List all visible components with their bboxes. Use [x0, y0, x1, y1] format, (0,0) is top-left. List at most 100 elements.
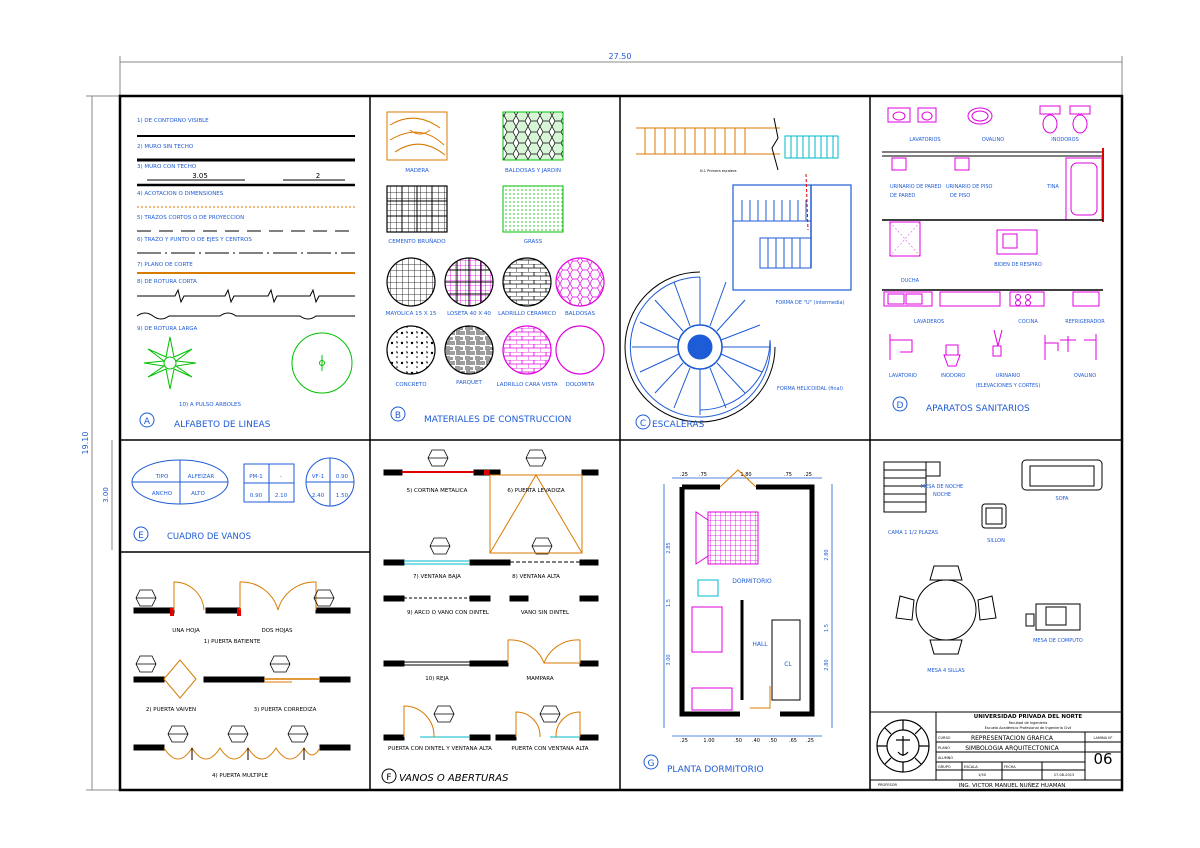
panel-f-letter: F	[386, 773, 391, 783]
line-item-10: 10) A PULSO ARBOLES	[179, 402, 242, 408]
room-cl: CL	[784, 661, 792, 668]
door-label-3: 1) PUERTA BATIENTE	[204, 639, 261, 645]
door-height: 2.10	[275, 493, 288, 499]
swatch-madera	[386, 111, 448, 161]
panel-g-title: PLANTA DORMITORIO	[667, 765, 764, 775]
panel-f-doors-left: UNA HOJA DOS HOJAS 1) PUERTA BATIENTE 2)…	[133, 581, 351, 779]
material-label-10: PARQUET	[456, 380, 482, 386]
panel-f-marker	[381, 768, 397, 784]
window-code: VF-1	[312, 474, 324, 480]
helical-outer	[624, 271, 776, 423]
panel-e-title: CUADRO DE VANOS	[167, 532, 251, 542]
line-item-8: 8) DE ROTURA CORTA	[137, 279, 197, 285]
tb-profesor-label: PROFESOR	[878, 783, 897, 787]
panel-height-label: 3.00	[102, 487, 110, 503]
table-cell-tipo: TIPO	[155, 474, 169, 480]
furniture-mesa-sillas: MESA 4 SILLAS	[927, 668, 964, 674]
fixture-label-13: INODORO	[941, 373, 965, 379]
panel-a-title: ALFABETO DE LINEAS	[174, 420, 271, 430]
furniture-sofa: SOFA	[1056, 496, 1070, 502]
panel-b-title: MATERIALES DE CONSTRUCCION	[424, 415, 571, 425]
panel-a-letter: A	[144, 417, 151, 427]
tb-curso: REPRESENTACION GRAFICA	[971, 735, 1054, 742]
stair-note: N.1 Primera escalera	[700, 169, 737, 173]
tb-escala-label: ESCALA	[964, 765, 978, 769]
elevations-label: (ELEVACIONES Y CORTES)	[976, 383, 1041, 389]
window-width: 2.40	[312, 493, 325, 499]
dim-top-2: .75	[699, 472, 707, 478]
tb-fecha: 27-08-2013	[1054, 773, 1074, 777]
sheet-frame	[118, 94, 1124, 792]
panel-g-letter: G	[648, 759, 655, 769]
dim-left-2: 1.5	[666, 599, 672, 607]
material-label-12: DOLOMITA	[566, 382, 595, 388]
stair-section	[636, 117, 780, 171]
fixture-label-3: INODOROS	[1051, 137, 1079, 143]
dim-bottom-7: .25	[806, 738, 814, 744]
opening-label-8: 8) VENTANA ALTA	[512, 574, 560, 580]
panel-d-letter: D	[897, 401, 904, 411]
line-item-9: 9) DE ROTURA LARGA	[137, 326, 198, 332]
panel-g-bedroom-plan: .25 .75 1.80 .75 .25 .25 1.00 .50 .40 .5…	[643, 469, 833, 775]
table-cell-ancho: ANCHO	[152, 491, 173, 497]
material-label-5: MAYOLICA 15 X 15	[386, 311, 437, 317]
room-dormitorio: DORMITORIO	[732, 578, 772, 585]
door-tag-group	[135, 589, 335, 743]
swatch-baldosas	[555, 257, 605, 307]
opening-label-11: 10) REJA	[425, 676, 449, 682]
panel-c-letter: C	[640, 419, 646, 429]
tb-lamina: 06	[1093, 750, 1112, 768]
dim-bottom-5: .50	[769, 738, 777, 744]
stair-helical-label: FORMA HELICOIDAL (final)	[777, 386, 843, 392]
panel-b-letter: B	[395, 411, 401, 421]
tb-lamina-label: LAMINA N°	[1094, 736, 1113, 740]
opening-label-5: 5) CORTINA METALICA	[407, 488, 468, 494]
dim-top-5: .25	[804, 472, 812, 478]
university-seal	[876, 719, 930, 773]
panel-d-sanitary: LAVATORIOS OVALINO INODOROS URINARIO DE …	[882, 105, 1105, 414]
fixture-label-15: OVALINO	[1074, 373, 1096, 379]
tb-curso-label: CURSO	[938, 736, 951, 740]
door-label-5: 3) PUERTA CORREDIZA	[254, 707, 317, 713]
fixture-label-12: LAVATORIO	[889, 373, 917, 379]
opening-label-7: 7) VENTANA BAJA	[413, 574, 461, 580]
door-label-2: DOS HOJAS	[261, 628, 293, 634]
title-block: UNIVERSIDAD PRIVADA DEL NORTE Facultad d…	[869, 711, 1123, 791]
shower	[889, 221, 921, 257]
panel-b-marker	[390, 406, 406, 422]
door-label-6: 4) PUERTA MULTIPLE	[212, 773, 269, 779]
swatch-baldosas-jardin	[502, 111, 564, 161]
dim-top-1: .25	[680, 472, 688, 478]
line-item-6: 6) TRAZO Y PUNTO O DE EJES Y CENTROS	[137, 237, 252, 243]
fixture-label-7: DUCHA	[901, 278, 920, 284]
dim-bottom-4: .40	[752, 738, 760, 744]
panel-f-title: VANOS O ABERTURAS	[399, 773, 509, 784]
panel-e-openings-table: TIPO ALFEIZAR ANCHO ALTO PM-1 - 0.90 2.1…	[131, 457, 355, 542]
tb-profesor: ING. VICTOR MANUEL NUÑEZ HUAMAN	[959, 782, 1066, 789]
swatch-loseta	[444, 257, 494, 307]
window-sill: 0.90	[336, 474, 349, 480]
swatch-grass	[502, 185, 564, 233]
dim-bottom-6: .65	[789, 738, 797, 744]
material-label-11: LADRILLO CARA VISTA	[497, 382, 558, 388]
opening-label-6: 6) PUERTA LEVADIZA	[507, 488, 564, 494]
dimension-value-305: 3.05	[192, 172, 208, 180]
opening-label-10: VANO SIN DINTEL	[521, 610, 570, 616]
stair-u-label: FORMA DE "U" (intermedia)	[775, 300, 844, 306]
panel-h-furniture: CAMA 1 1/2 PLAZAS MESA DE NOCHE NOCHE SO…	[883, 459, 1103, 674]
table-cell-alto: ALTO	[191, 491, 205, 497]
material-label-2: BALDOSAS Y JARDIN	[505, 168, 561, 174]
tb-faculty: Facultad de Ingeniería	[1009, 721, 1048, 725]
panel-c-marker	[635, 414, 651, 430]
fixture-label-2: OVALINO	[982, 137, 1004, 143]
panel-f-openings-right: 5) CORTINA METALICA 6) PUERTA LEVADIZA 7…	[381, 449, 599, 784]
swatch-cara-vista	[502, 325, 552, 375]
sink-bidet	[996, 229, 1038, 255]
opening-label-12: MAMPARA	[526, 676, 554, 682]
bed	[707, 511, 759, 565]
material-label-3: CEMENTO BRUÑADO	[388, 238, 446, 245]
fixture-label-5: URINARIO DE PISO	[946, 184, 993, 190]
fixture-label-6: TINA	[1046, 184, 1059, 190]
dim-bottom-2: 1.00	[703, 738, 714, 744]
